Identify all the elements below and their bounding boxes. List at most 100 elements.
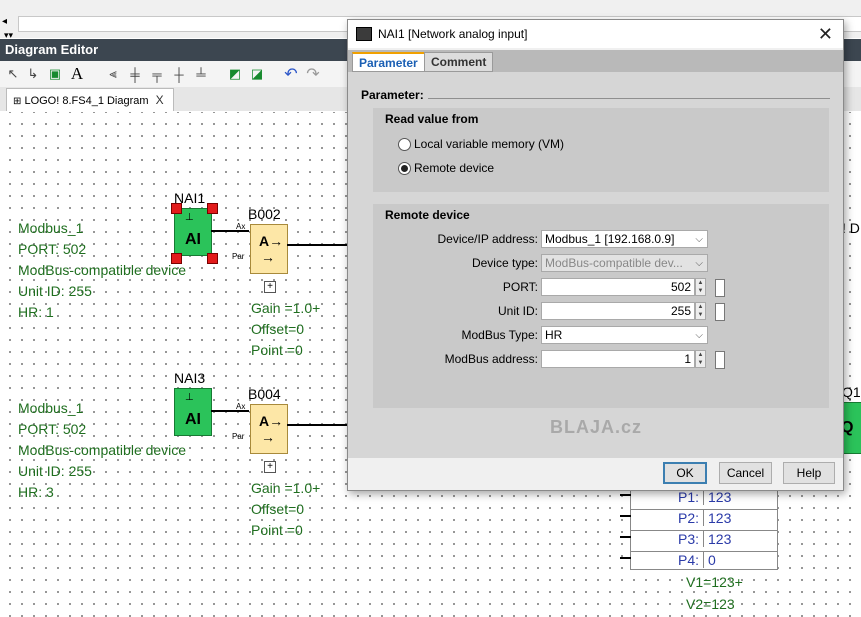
- chevron-down-icon: ⌵: [695, 258, 703, 269]
- selection-handle[interactable]: [207, 203, 218, 214]
- device-type-select: ModBus-compatible dev... ⌵: [541, 254, 708, 272]
- modbus-type-select[interactable]: HR ⌵: [541, 326, 708, 344]
- v1-label: V1=123+: [686, 574, 743, 590]
- unit-id-input[interactable]: 255: [541, 302, 695, 320]
- align-center-icon[interactable]: ╪: [130, 66, 140, 82]
- connection-wire[interactable]: [287, 244, 349, 246]
- remote-device-section: Remote device Device/IP address: Modbus_…: [373, 204, 829, 408]
- block-tool-icon[interactable]: ▣: [48, 66, 62, 81]
- dialog-titlebar[interactable]: NAI1 [Network analog input] ✕: [348, 20, 843, 48]
- unit-id-reference-button[interactable]: [715, 303, 725, 321]
- b002-param: Offset=0: [251, 321, 305, 337]
- table-row: P4:0: [631, 551, 777, 573]
- device-ip-select[interactable]: Modbus_1 [192.168.0.9] ⌵: [541, 230, 708, 248]
- undo-icon[interactable]: ↶: [284, 66, 298, 83]
- connection-wire[interactable]: [620, 536, 631, 538]
- nai3-line: HR: 3: [18, 484, 54, 500]
- connection-wire[interactable]: [211, 410, 249, 412]
- chevron-down-icon: ⌵: [695, 330, 703, 341]
- tab-comment[interactable]: Comment: [424, 52, 494, 72]
- group-icon[interactable]: ◩: [228, 66, 242, 81]
- watermark: BLAJA.cz: [550, 417, 643, 437]
- network-input-icon: ⊥: [185, 212, 194, 223]
- port-reference-button[interactable]: [715, 279, 725, 297]
- nai1-line: HR: 1: [18, 304, 54, 320]
- close-tab-icon[interactable]: X: [155, 93, 164, 107]
- device-type-label: Device type:: [471, 256, 538, 270]
- table-row: P1:123: [631, 488, 777, 510]
- scroll-left-icon[interactable]: ◂: [2, 16, 8, 27]
- v2-label: V2=123: [686, 596, 735, 612]
- collapse-arrows-icon[interactable]: ▾▾: [4, 30, 14, 40]
- modbus-address-spinner[interactable]: ▲▼: [695, 350, 706, 368]
- table-value: 0: [703, 552, 777, 568]
- expand-parameters-button[interactable]: +: [264, 281, 276, 293]
- pointer-tool-icon[interactable]: ↖: [7, 66, 19, 81]
- modbus-type-value: HR: [545, 328, 563, 342]
- cancel-button[interactable]: Cancel: [719, 462, 772, 484]
- connect-tool-icon[interactable]: ↳: [27, 66, 39, 81]
- table-value: 123: [703, 531, 777, 547]
- partial-label: ! D: [842, 220, 860, 236]
- connection-wire[interactable]: [287, 424, 349, 426]
- modbus-address-input[interactable]: 1: [541, 350, 695, 368]
- selection-handle[interactable]: [171, 253, 182, 264]
- document-tab[interactable]: ⊞ LOGO! 8.FS4_1 Diagram X: [6, 88, 174, 111]
- table-row: P2:123: [631, 509, 777, 531]
- nai1-block[interactable]: ⊥ AI: [174, 208, 212, 256]
- tab-parameter[interactable]: Parameter: [352, 52, 425, 72]
- connection-wire[interactable]: [211, 230, 249, 232]
- dialog-title: NAI1 [Network analog input]: [378, 27, 528, 41]
- close-icon[interactable]: ✕: [817, 24, 833, 44]
- port-spinner[interactable]: ▲▼: [695, 278, 706, 296]
- b004-param: Point =0: [251, 522, 303, 538]
- table-key: P2:: [677, 510, 699, 526]
- nai1-symbol: AI: [185, 231, 201, 248]
- chevron-down-icon: ⌵: [695, 234, 703, 245]
- unit-id-spinner[interactable]: ▲▼: [695, 302, 706, 320]
- modbus-address-label: ModBus address:: [444, 352, 538, 366]
- radio-local-vm-label[interactable]: Local variable memory (VM): [414, 137, 565, 151]
- align-middle-icon[interactable]: ┼: [174, 66, 184, 82]
- port-input[interactable]: 502: [541, 278, 695, 296]
- selection-handle[interactable]: [207, 253, 218, 264]
- b002-block[interactable]: A→ →: [250, 224, 288, 274]
- ok-button[interactable]: OK: [663, 462, 707, 484]
- radio-remote-device-label[interactable]: Remote device: [414, 161, 495, 175]
- modbus-address-reference-button[interactable]: [715, 351, 725, 369]
- align-left-icon[interactable]: ⫷: [109, 66, 117, 81]
- nai3-symbol: AI: [185, 411, 201, 428]
- align-bottom-icon[interactable]: ╧: [196, 66, 206, 82]
- nai1-dialog: NAI1 [Network analog input] ✕ Parameter …: [347, 19, 844, 491]
- nai1-line: ModBus-compatible device: [18, 262, 187, 278]
- connection-wire[interactable]: [620, 515, 631, 517]
- dialog-tabs: Parameter Comment: [348, 50, 843, 72]
- nai3-name: NAI3: [174, 370, 206, 386]
- radio-remote-device[interactable]: [398, 162, 411, 175]
- table-key: P1:: [677, 489, 699, 505]
- nai1-line: Modbus_1: [18, 220, 84, 236]
- connection-wire[interactable]: [620, 494, 631, 496]
- text-tool-icon[interactable]: A: [70, 64, 84, 83]
- table-key: P3:: [677, 531, 699, 547]
- nai1-line: Unit ID: 255: [18, 283, 92, 299]
- connection-wire[interactable]: [620, 557, 631, 559]
- help-button[interactable]: Help: [783, 462, 835, 484]
- table-value: 123: [703, 489, 777, 505]
- b004-name: B004: [248, 386, 281, 402]
- radio-local-vm[interactable]: [398, 138, 411, 151]
- output-symbol: Q: [841, 419, 854, 436]
- ungroup-icon[interactable]: ◪: [250, 66, 264, 81]
- nai3-block[interactable]: ⊥ AI: [174, 388, 212, 436]
- b002-symbol-bottom: →: [261, 249, 275, 265]
- device-ip-value: Modbus_1 [192.168.0.9]: [545, 232, 675, 246]
- expand-parameters-button[interactable]: +: [264, 461, 276, 473]
- redo-icon[interactable]: ↷: [306, 66, 320, 83]
- nai1-line: PORT: 502: [18, 241, 87, 257]
- selection-handle[interactable]: [171, 203, 182, 214]
- read-value-section: Read value from Local variable memory (V…: [373, 108, 829, 192]
- b004-block[interactable]: A→ →: [250, 404, 288, 454]
- table-row: P3:123: [631, 530, 777, 552]
- port-label: PORT:: [502, 280, 538, 294]
- align-top-icon[interactable]: ╤: [152, 66, 162, 82]
